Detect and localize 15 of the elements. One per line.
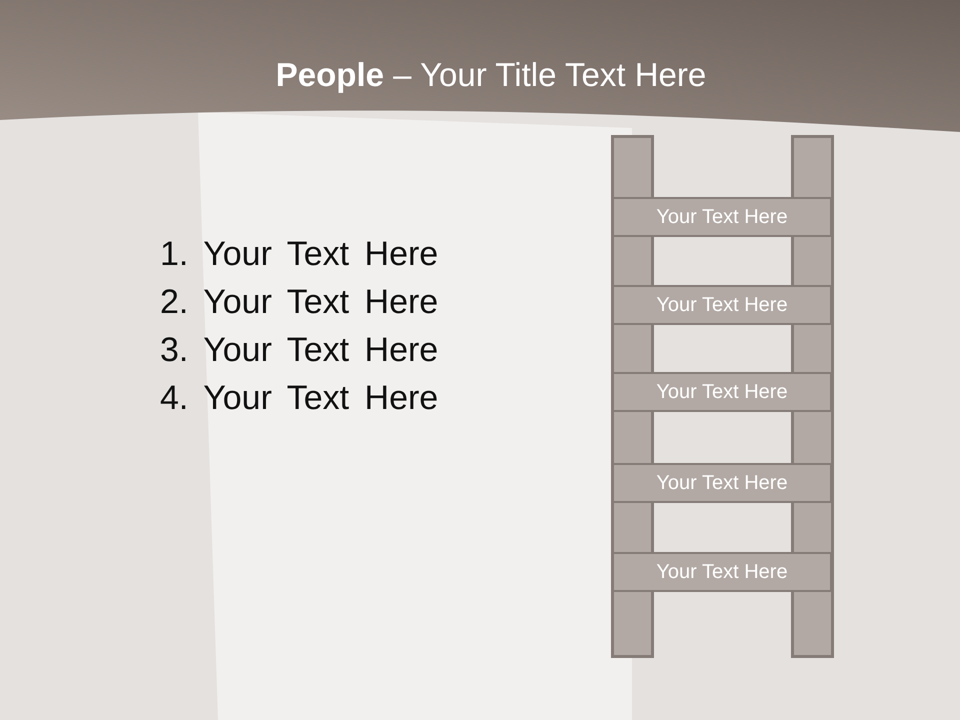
list-item: 1. Your Text Here [160,234,438,275]
list-item: 2. Your Text Here [160,282,438,323]
slide-title: People – Your Title Text Here [276,55,706,95]
rung-text: Your Text Here [656,560,788,584]
rung-text: Your Text Here [656,205,788,229]
ladder-rung [612,197,832,237]
ladder-rung [612,463,832,503]
ladder-rung [612,372,832,412]
ladder-rung [612,552,832,592]
list-item: 4. Your Text Here [160,378,438,419]
rung-text: Your Text Here [656,293,788,317]
list-item: 3. Your Text Here [160,330,438,371]
rung-text: Your Text Here [656,380,788,404]
ladder-rung [612,285,832,325]
rung-text: Your Text Here [656,471,788,495]
